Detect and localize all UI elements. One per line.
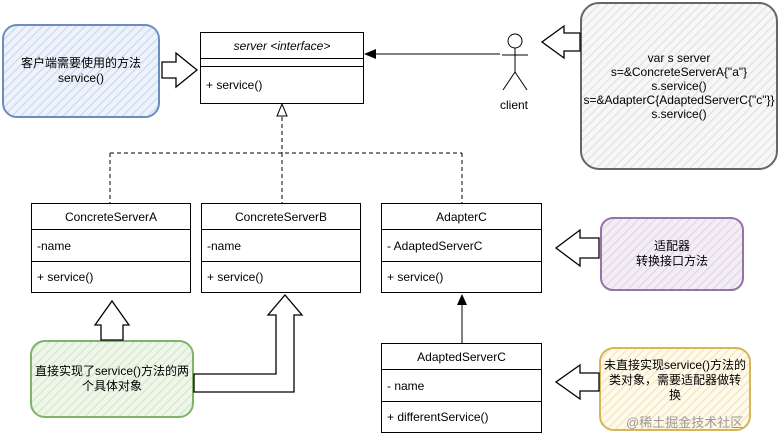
class-concrete-a-attr: -name (32, 230, 190, 262)
note-direct: 直接实现了service()方法的两 个具体对象 (31, 341, 193, 417)
not-direct-note-arrow-icon (554, 363, 600, 401)
note-client-need: 客户端需要使用的方法 service() (3, 25, 159, 117)
class-concrete-server-b[interactable]: ConcreteServerB -name + service() (201, 203, 361, 293)
class-concrete-server-a[interactable]: ConcreteServerA -name + service() (31, 203, 191, 293)
adapter-note-arrow-icon (554, 228, 600, 268)
class-concrete-b-method: + service() (207, 270, 264, 284)
class-adapted-c-method: + differentService() (387, 410, 489, 424)
class-concrete-b-attr: -name (202, 230, 360, 262)
note-code-text: var s server s=&ConcreteServerA{"a"} s.s… (583, 51, 775, 121)
class-adapted-c-title: AdaptedServerC (382, 344, 541, 370)
direct-note-arrow-b-icon (193, 293, 304, 393)
class-server-method: + service() (206, 78, 263, 92)
class-concrete-b-title: ConcreteServerB (202, 204, 360, 230)
note-code-bg (580, 2, 778, 170)
realization-arrowhead (276, 102, 288, 117)
class-concrete-a-title: ConcreteServerA (32, 204, 190, 230)
note-adapter-bg (600, 217, 744, 291)
blue-note-arrow-icon (161, 51, 199, 89)
adapted-link-arrowhead (457, 294, 467, 305)
note-adapter: 适配器 转换接口方法 (601, 218, 743, 290)
class-adapter-c-title: AdapterC (382, 204, 541, 230)
watermark: @稀土掘金技术社区 (626, 415, 744, 430)
client-association-arrowhead (364, 49, 376, 59)
note-client-need-text: 客户端需要使用的方法 service() (20, 56, 141, 85)
class-adapter-c-attr: - AdaptedServerC (382, 230, 541, 262)
class-adapted-c-attr: - name (382, 370, 541, 402)
note-not-direct-text: 未直接实现service()方法的 类对象，需要适配器做转换 (604, 357, 747, 402)
direct-note-arrow-a-icon (93, 299, 131, 341)
class-adapted-server-c[interactable]: AdaptedServerC - name + differentService… (381, 343, 542, 433)
note-not-direct: 未直接实现service()方法的 类对象，需要适配器做转换 (600, 348, 750, 412)
note-adapter-text: 适配器 转换接口方法 (635, 239, 708, 268)
client-actor-icon (502, 33, 528, 91)
note-direct-bg (30, 340, 194, 418)
realization-connectors (109, 117, 463, 203)
note-not-direct-bg (599, 347, 751, 431)
note-direct-text: 直接实现了service()方法的两 个具体对象 (35, 364, 190, 393)
class-server-interface[interactable]: server <interface> + service() (200, 32, 364, 104)
client-actor-label: client (500, 98, 529, 112)
class-server-attrs (201, 59, 363, 67)
class-adapter-c[interactable]: AdapterC - AdaptedServerC + service() (381, 203, 542, 293)
note-code: var s server s=&ConcreteServerA{"a"} s.s… (581, 3, 777, 169)
note-client-need-bg (2, 24, 160, 118)
code-note-arrow-icon (540, 24, 581, 60)
class-server-title: server <interface> (201, 33, 363, 59)
class-concrete-a-method: + service() (37, 270, 94, 284)
class-adapter-c-method: + service() (387, 270, 444, 284)
